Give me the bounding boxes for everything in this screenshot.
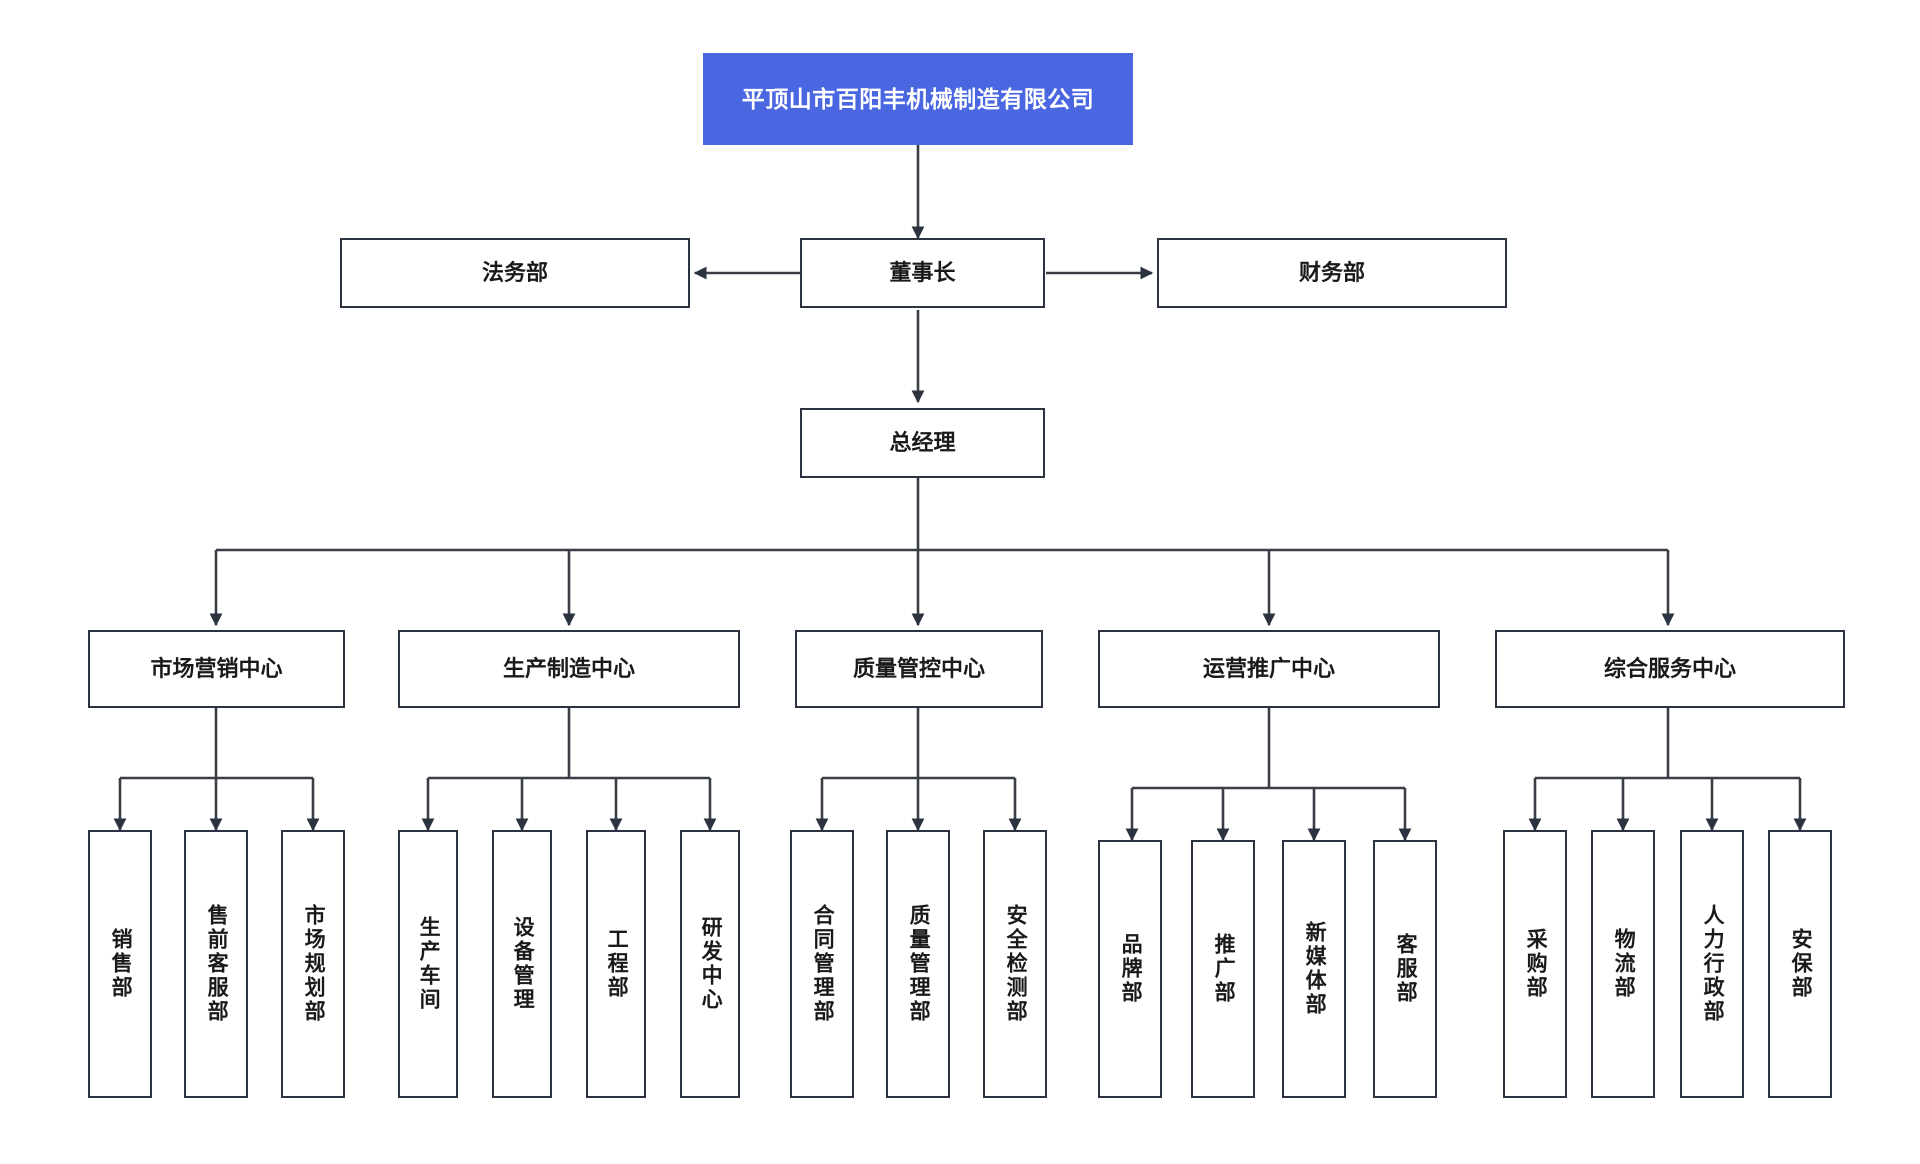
node-leaf-security-label: 安保部 xyxy=(1789,928,1813,1000)
node-leaf-contract-management[interactable]: 合同管理部 xyxy=(790,830,854,1098)
node-leaf-engineering-label: 工程部 xyxy=(605,928,629,1000)
node-leaf-safety-inspection[interactable]: 安全检测部 xyxy=(983,830,1047,1098)
node-general-manager[interactable]: 总经理 xyxy=(800,408,1045,478)
node-finance-dept[interactable]: 财务部 xyxy=(1157,238,1507,308)
node-center-marketing[interactable]: 市场营销中心 xyxy=(88,630,345,708)
node-leaf-brand-label: 品牌部 xyxy=(1119,933,1143,1005)
node-leaf-equipment-management-label: 设备管理 xyxy=(511,916,535,1012)
node-leaf-promotion-label: 推广部 xyxy=(1212,933,1236,1005)
node-leaf-safety-inspection-label: 安全检测部 xyxy=(1004,904,1028,1024)
node-center-marketing-label: 市场营销中心 xyxy=(150,656,283,682)
node-leaf-promotion[interactable]: 推广部 xyxy=(1191,840,1255,1098)
node-leaf-quality-management-label: 质量管理部 xyxy=(907,904,931,1024)
node-company-root-label: 平顶山市百阳丰机械制造有限公司 xyxy=(741,85,1095,112)
node-leaf-sales[interactable]: 销售部 xyxy=(88,830,152,1098)
node-leaf-engineering[interactable]: 工程部 xyxy=(586,830,646,1098)
node-leaf-new-media[interactable]: 新媒体部 xyxy=(1282,840,1346,1098)
node-chairman-label: 董事长 xyxy=(889,260,956,286)
node-leaf-new-media-label: 新媒体部 xyxy=(1303,921,1327,1017)
node-leaf-equipment-management[interactable]: 设备管理 xyxy=(492,830,552,1098)
node-leaf-market-planning[interactable]: 市场规划部 xyxy=(281,830,345,1098)
node-chairman[interactable]: 董事长 xyxy=(800,238,1045,308)
node-leaf-production-workshop-label: 生产车间 xyxy=(417,916,441,1012)
node-leaf-presales-service-label: 售前客服部 xyxy=(205,904,229,1024)
node-leaf-presales-service[interactable]: 售前客服部 xyxy=(184,830,248,1098)
node-leaf-procurement[interactable]: 采购部 xyxy=(1503,830,1567,1098)
node-center-production-label: 生产制造中心 xyxy=(502,656,635,682)
node-leaf-market-planning-label: 市场规划部 xyxy=(302,904,326,1024)
node-leaf-hr-admin[interactable]: 人力行政部 xyxy=(1680,830,1744,1098)
node-leaf-logistics-label: 物流部 xyxy=(1612,928,1636,1000)
node-legal-dept-label: 法务部 xyxy=(481,260,548,286)
node-center-comprehensive-label: 综合服务中心 xyxy=(1603,656,1736,682)
node-leaf-customer-service[interactable]: 客服部 xyxy=(1373,840,1437,1098)
node-leaf-security[interactable]: 安保部 xyxy=(1768,830,1832,1098)
node-general-manager-label: 总经理 xyxy=(889,430,956,456)
node-leaf-procurement-label: 采购部 xyxy=(1524,928,1548,1000)
node-leaf-customer-service-label: 客服部 xyxy=(1394,933,1418,1005)
node-center-production[interactable]: 生产制造中心 xyxy=(398,630,740,708)
node-leaf-rnd-center-label: 研发中心 xyxy=(699,916,723,1012)
node-center-operations[interactable]: 运营推广中心 xyxy=(1098,630,1440,708)
node-center-quality[interactable]: 质量管控中心 xyxy=(795,630,1043,708)
node-center-comprehensive[interactable]: 综合服务中心 xyxy=(1495,630,1845,708)
node-company-root[interactable]: 平顶山市百阳丰机械制造有限公司 xyxy=(703,53,1133,145)
node-leaf-logistics[interactable]: 物流部 xyxy=(1591,830,1655,1098)
node-leaf-hr-admin-label: 人力行政部 xyxy=(1701,904,1725,1024)
node-finance-dept-label: 财务部 xyxy=(1298,260,1365,286)
node-legal-dept[interactable]: 法务部 xyxy=(340,238,690,308)
node-leaf-quality-management[interactable]: 质量管理部 xyxy=(886,830,950,1098)
node-leaf-brand[interactable]: 品牌部 xyxy=(1098,840,1162,1098)
node-leaf-production-workshop[interactable]: 生产车间 xyxy=(398,830,458,1098)
node-leaf-rnd-center[interactable]: 研发中心 xyxy=(680,830,740,1098)
node-leaf-contract-management-label: 合同管理部 xyxy=(811,904,835,1024)
node-center-operations-label: 运营推广中心 xyxy=(1202,656,1335,682)
node-center-quality-label: 质量管控中心 xyxy=(852,656,985,682)
node-leaf-sales-label: 销售部 xyxy=(109,928,133,1000)
